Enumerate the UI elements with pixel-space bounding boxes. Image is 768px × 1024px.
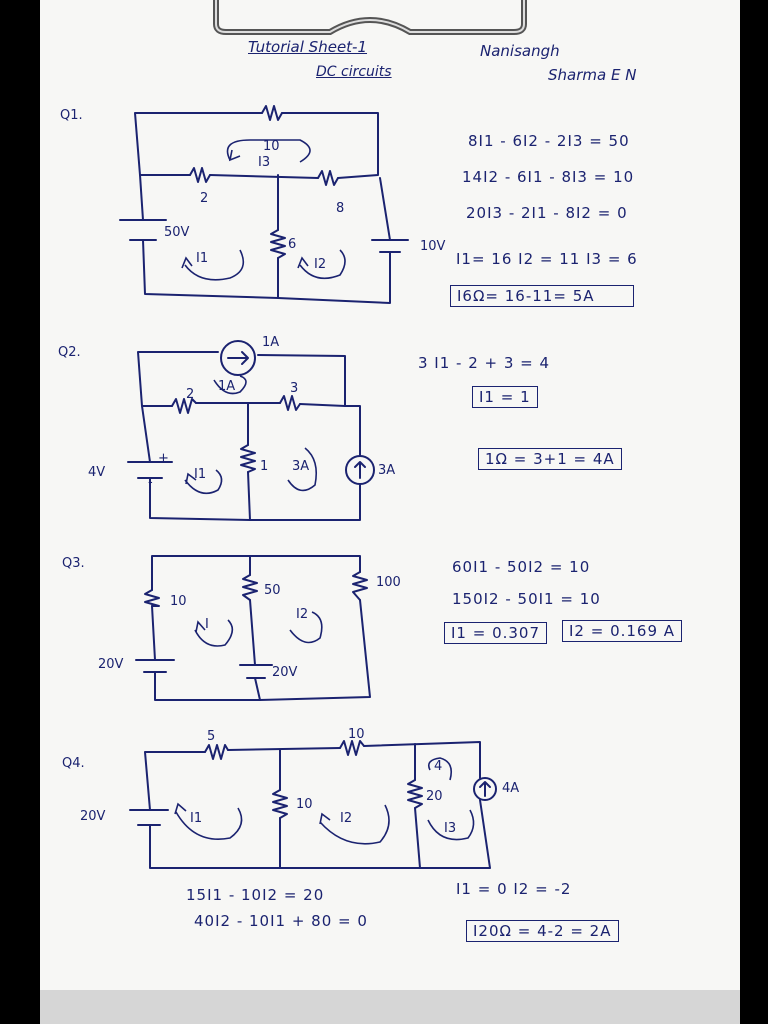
q1-r-mid: 6 [288,237,296,252]
q1-label: Q1. [60,108,83,123]
q2-i1: I1 [194,467,206,482]
q4-src: 4A [502,781,519,796]
clipboard-clip-icon [213,0,527,35]
q2-v-left: 4V [88,465,105,480]
q1-answer-box: I6Ω= 16-11= 5A [450,285,634,307]
q2-answer-1: I1 = 1 [472,386,538,408]
q3-r3: 100 [376,575,401,590]
q1-eq-1: 8I1 - 6I2 - 2I3 = 50 [468,132,630,150]
q1-r-right: 8 [336,201,344,216]
q2-src-right: 3A [378,463,395,478]
q2-r-left: 2 [186,387,194,402]
q2-r-mid: 1 [260,459,268,474]
q1-eq-4: I1= 16 I2 = 11 I3 = 6 [456,250,638,268]
q1-i2: I2 [314,257,326,272]
q1-eq-2: 14I2 - 6I1 - 8I3 = 10 [462,168,635,186]
q3-label: Q3. [62,556,85,571]
q4-i3: I3 [444,821,456,836]
q4-answer-box: I20Ω = 4-2 = 2A [466,920,619,942]
q3-i2: I2 [296,607,308,622]
q2-answer-2: 1Ω = 3+1 = 4A [478,448,622,470]
q3-i1: I [205,617,209,632]
q4-results: I1 = 0 I2 = -2 [456,880,572,898]
q1-r-left: 2 [200,191,208,206]
q1-v-right: 10V [420,239,446,254]
q1-i1: I1 [196,251,208,266]
q3-answer-1: I1 = 0.307 [444,622,548,644]
q1-i3: I3 [258,155,270,170]
q2-plus: + [158,451,169,466]
q4-label: Q4. [62,756,85,771]
q3-answer-2: I2 = 0.169 A [562,620,683,642]
q2-r-right: 3 [290,381,298,396]
q4-loop-src: 4 [434,759,442,774]
q2-loop-mid: 3A [292,459,309,474]
q4-eq-1: 15I1 - 10I2 = 20 [186,886,325,904]
q4-r-top2: 10 [348,727,365,742]
q1-r-top: 10 [263,139,280,154]
q3-r1: 10 [170,594,187,609]
sheet-subtitle: DC circuits [316,64,392,80]
author-name-2: Sharma E N [548,66,637,84]
q3-eq-2: 150I2 - 50I1 = 10 [452,590,601,608]
q2-src-top: 1A [262,335,279,350]
q2-label: Q2. [58,345,81,360]
sheet-title: Tutorial Sheet-1 [248,38,368,56]
q1-eq-3: 20I3 - 2I1 - 8I2 = 0 [466,204,628,222]
q4-i1: I1 [190,811,202,826]
q4-i2: I2 [340,811,352,826]
q4-r-mid: 10 [296,797,313,812]
q4-r-top1: 5 [207,729,215,744]
paper-sheet [40,0,740,1024]
q2-eq: 3 I1 - 2 + 3 = 4 [418,354,551,372]
q4-v: 20V [80,809,106,824]
q3-r2: 50 [264,583,281,598]
author-name-1: Nanisangh [480,42,560,60]
q3-eq-1: 60I1 - 50I2 = 10 [452,558,591,576]
q2-minus: - [148,475,153,490]
q1-v-left: 50V [164,225,190,240]
q2-loop-top: 1A [218,379,235,394]
q3-v2: 20V [272,665,298,680]
q4-eq-2: 40I2 - 10I1 + 80 = 0 [194,912,368,930]
q3-v1: 20V [98,657,124,672]
paper-bottom-shadow [40,990,740,1024]
q4-r-right: 20 [426,789,443,804]
